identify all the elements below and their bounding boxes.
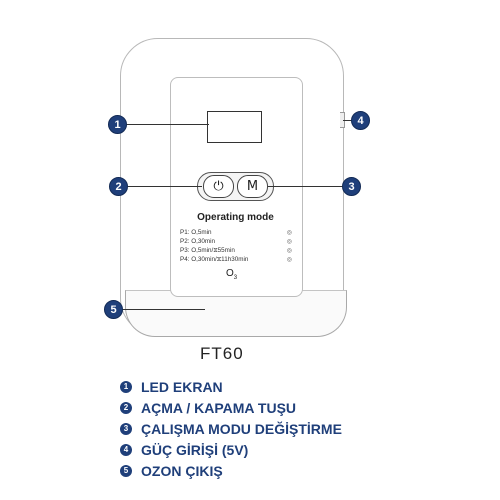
operating-mode-title: Operating mode: [197, 212, 274, 223]
callout-4: 4: [351, 111, 370, 130]
mode-row-p2: P2: O,30min ◎: [180, 237, 292, 246]
mode-label: P4: O,30min/⧖11h30min: [180, 255, 249, 263]
mode-row-p3: P3: O,5min/⧖55min ◎: [180, 246, 292, 255]
legend-number: 1: [120, 380, 132, 393]
mode-indicator-icon: ◎: [286, 230, 292, 236]
legend-item: 3 ÇALIŞMA MODU DEĞİŞTİRME: [120, 418, 342, 439]
legend-item: 1 LED EKRAN: [120, 376, 342, 397]
legend-text: ÇALIŞMA MODU DEĞİŞTİRME: [141, 420, 342, 437]
mode-indicator-icon: ◎: [286, 257, 292, 263]
model-label: FT60: [200, 344, 244, 363]
callout-1: 1: [108, 115, 127, 134]
legend: 1 LED EKRAN 2 AÇMA / KAPAMA TUŞU 3 ÇALIŞ…: [120, 376, 342, 481]
legend-text: OZON ÇIKIŞ: [141, 462, 223, 479]
mode-row-p1: P1: O,5min ◎: [180, 228, 292, 237]
legend-text: LED EKRAN: [141, 378, 223, 395]
led-screen: [207, 111, 262, 143]
mode-indicator-icon: ◎: [286, 239, 292, 245]
mode-label: P3: O,5min/⧖55min: [180, 246, 235, 254]
mode-label: P1: O,5min: [180, 229, 212, 236]
callout-2: 2: [109, 177, 128, 196]
leader-line-3: [268, 186, 344, 187]
power-button[interactable]: ⏻: [203, 175, 234, 198]
legend-text: GÜÇ GİRİŞİ (5V): [141, 441, 249, 458]
mode-indicator-icon: ◎: [286, 248, 292, 254]
legend-number: 5: [120, 464, 132, 477]
mode-row-p4: P4: O,30min/⧖11h30min ◎: [180, 255, 292, 264]
legend-text: AÇMA / KAPAMA TUŞU: [141, 399, 297, 416]
ozone-symbol: O3: [226, 268, 238, 281]
callout-5: 5: [104, 300, 123, 319]
legend-item: 4 GÜÇ GİRİŞİ (5V): [120, 439, 342, 460]
legend-number: 4: [120, 443, 132, 456]
legend-item: 5 OZON ÇIKIŞ: [120, 460, 342, 481]
mode-label: P2: O,30min: [180, 238, 215, 245]
callout-3: 3: [342, 177, 361, 196]
legend-number: 2: [120, 401, 132, 414]
leader-line-2: [126, 186, 202, 187]
button-group: ⏻ M: [197, 172, 274, 201]
leader-line-4: [343, 120, 353, 121]
legend-number: 3: [120, 422, 132, 435]
mode-button[interactable]: M: [237, 175, 268, 198]
ozone-outlet-tray: [125, 290, 347, 337]
legend-item: 2 AÇMA / KAPAMA TUŞU: [120, 397, 342, 418]
leader-line-1: [125, 124, 209, 125]
leader-line-5: [120, 309, 205, 310]
